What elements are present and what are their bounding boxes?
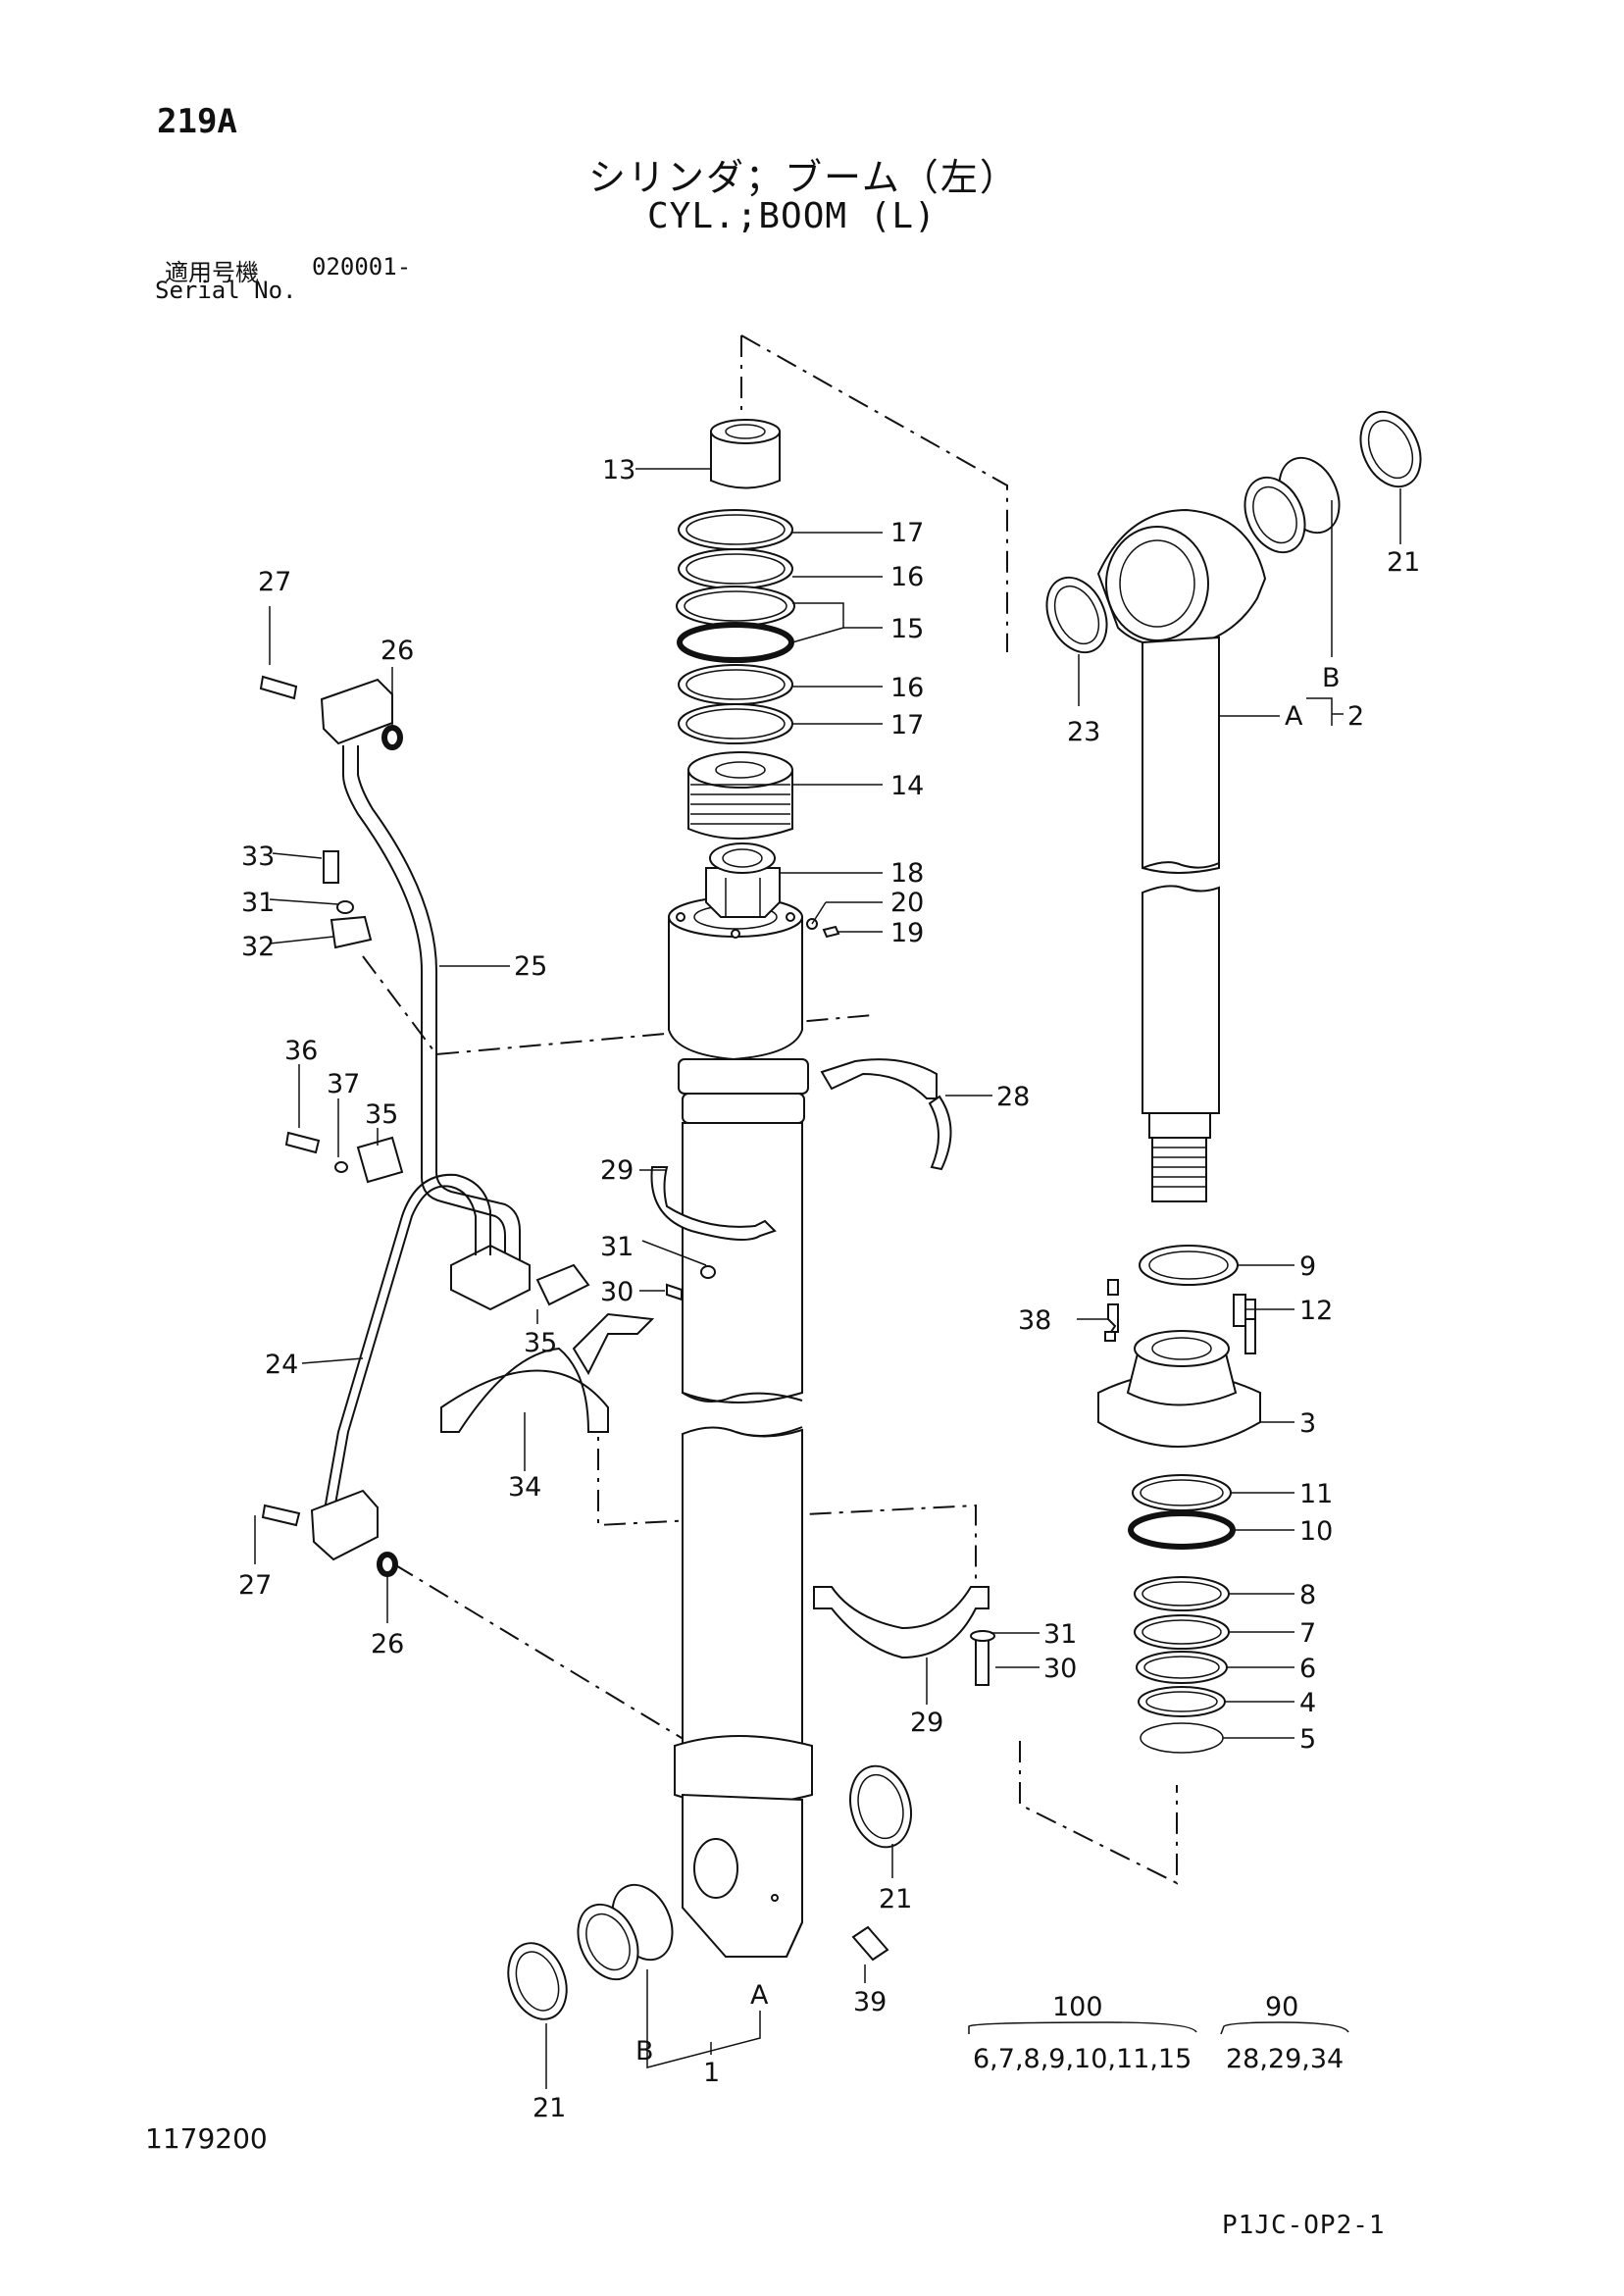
callout-20: 20 <box>890 888 924 918</box>
cylinder-tube <box>668 895 813 1958</box>
callout-39: 39 <box>853 1987 887 2017</box>
callout-13: 13 <box>602 455 635 485</box>
callout-29-upper: 29 <box>600 1155 634 1186</box>
callout-5: 5 <box>1299 1724 1316 1755</box>
document-number: 1179200 <box>145 2122 268 2155</box>
part-19-screw <box>822 925 840 939</box>
callout-10: 10 <box>1299 1516 1333 1547</box>
callout-30-right: 30 <box>1043 1654 1077 1684</box>
callout-32: 32 <box>241 932 275 962</box>
callout-16-lower: 16 <box>890 673 924 703</box>
kit-90-items: 28,29,34 <box>1226 2044 1344 2074</box>
part-13-bushing <box>710 419 781 489</box>
callout-27-lower: 27 <box>238 1570 272 1601</box>
small-hardware <box>259 675 1246 1962</box>
callout-11: 11 <box>1299 1479 1333 1509</box>
ring-stack-upper <box>676 509 795 744</box>
rod-end-bushing-right <box>1045 410 1422 654</box>
callout-17-lower: 17 <box>890 710 924 740</box>
callout-21-upper: 21 <box>1387 547 1420 578</box>
callout-14: 14 <box>890 771 924 801</box>
part-18-nut <box>705 842 781 918</box>
callout-38: 38 <box>1018 1305 1051 1336</box>
serial-label-english: Serial No. <box>155 277 297 304</box>
part-14-piston <box>687 751 793 840</box>
callout-36: 36 <box>284 1036 318 1066</box>
serial-value: 020001- <box>312 253 412 281</box>
leader-lines <box>254 468 1401 2089</box>
callout-31-center: 31 <box>600 1232 634 1262</box>
kit-legend: 100 6,7,8,9,10,11,15 90 28,29,34 <box>973 1992 1344 2074</box>
callout-16-upper: 16 <box>890 562 924 592</box>
kit-90-number: 90 <box>1265 1992 1298 2022</box>
clamps <box>440 1058 990 1659</box>
serial-label-japanese: 適用号機 <box>165 259 259 286</box>
callout-31-left: 31 <box>241 888 275 918</box>
callout-25: 25 <box>514 951 547 982</box>
callout-6: 6 <box>1299 1654 1316 1684</box>
callout-33: 33 <box>241 842 275 872</box>
callout-B-left: B <box>635 2036 654 2066</box>
piston-rod <box>1096 508 1267 1202</box>
callout-21-middle: 21 <box>879 1884 912 1914</box>
callout-23: 23 <box>1067 717 1100 747</box>
callout-19: 19 <box>890 918 924 948</box>
callout-18: 18 <box>890 858 924 889</box>
callout-26-upper: 26 <box>381 636 414 666</box>
callout-17-upper: 17 <box>890 518 924 548</box>
callout-26-lower: 26 <box>371 1629 404 1659</box>
rod-end-bushing-left <box>507 1764 912 2020</box>
callout-7: 7 <box>1299 1618 1316 1649</box>
page-id: 219A <box>157 102 237 141</box>
callout-8: 8 <box>1299 1580 1316 1610</box>
callout-31-right: 31 <box>1043 1619 1077 1650</box>
title-japanese: シリンダ；ブーム（左） <box>588 156 1019 199</box>
callout-21-lower: 21 <box>533 2093 566 2123</box>
footer-code: P1JC-OP2-1 <box>1222 2211 1386 2240</box>
callout-34: 34 <box>508 1472 541 1503</box>
callout-4: 4 <box>1299 1688 1316 1718</box>
callout-15: 15 <box>890 614 924 644</box>
kit-100-items: 6,7,8,9,10,11,15 <box>973 2044 1192 2074</box>
callout-35-upper: 35 <box>365 1099 398 1130</box>
hoses <box>310 678 531 1561</box>
kit-100-number: 100 <box>1052 1992 1103 2022</box>
callout-27-upper: 27 <box>258 567 291 597</box>
callout-35-lower: 35 <box>524 1328 557 1358</box>
title-english: CYL.;BOOM (L) <box>647 196 937 236</box>
callout-24: 24 <box>265 1350 298 1380</box>
callout-B-right: B <box>1322 663 1341 693</box>
callout-12: 12 <box>1299 1296 1333 1326</box>
callout-A-left: A <box>750 1980 769 2011</box>
callout-9: 9 <box>1299 1251 1316 1282</box>
callout-labels: 13 17 16 15 16 17 14 18 20 19 28 25 27 2… <box>238 455 1420 2123</box>
head-parts-right <box>1097 1245 1261 1754</box>
callout-2: 2 <box>1347 701 1364 732</box>
callout-A-right: A <box>1285 701 1303 732</box>
callout-28: 28 <box>996 1082 1030 1112</box>
callout-37: 37 <box>327 1069 360 1099</box>
callout-30-center: 30 <box>600 1277 634 1307</box>
callout-1: 1 <box>703 2058 720 2088</box>
callout-29-lower: 29 <box>910 1708 943 1738</box>
callout-3: 3 <box>1299 1408 1316 1439</box>
